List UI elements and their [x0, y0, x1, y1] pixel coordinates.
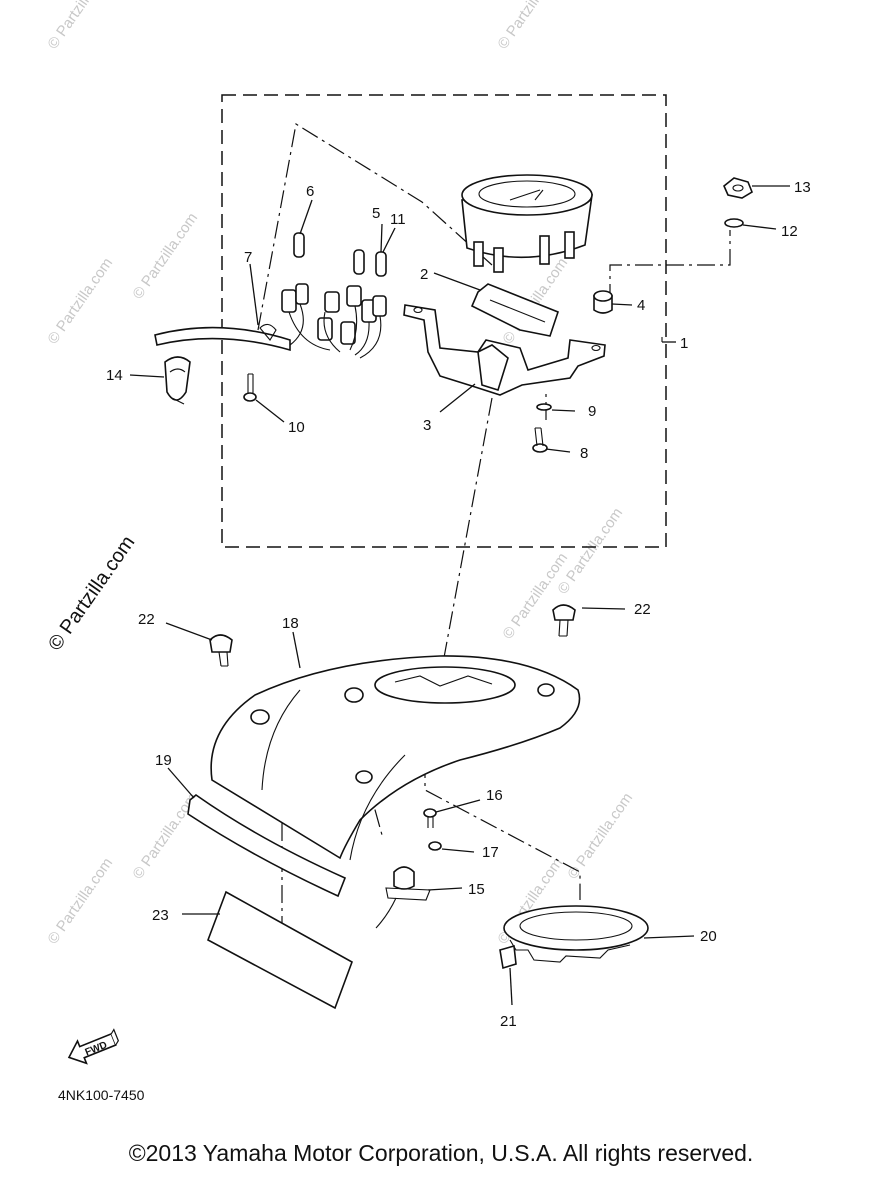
callout-8: 8: [580, 445, 588, 462]
callout-3: 3: [423, 417, 431, 434]
callout-6: 6: [306, 183, 314, 200]
nut-part-13: [723, 177, 753, 199]
callout-13: 13: [794, 179, 811, 196]
bulb-part-6: [293, 232, 305, 258]
washer-part-12: [724, 218, 744, 228]
callout-1: 1: [680, 335, 688, 352]
callout-5: 5: [372, 205, 380, 222]
callout-2: 2: [420, 266, 428, 283]
rubber-strip-part-19: [187, 793, 347, 898]
washer-part-9: [536, 403, 552, 411]
leader-lines: [129, 185, 790, 1006]
callout-23: 23: [152, 907, 169, 924]
clamp-part-14: [164, 356, 191, 405]
cover-plate-part-2: [470, 283, 559, 337]
watermark: © Partzilla.com: [44, 0, 116, 52]
diagram-code: 4NK100-7450: [58, 1087, 145, 1103]
clip-part-21: [499, 944, 517, 970]
watermark: © Partzilla.com: [494, 0, 566, 52]
bolt-part-22-left: [209, 634, 233, 667]
bulb-part-5: [353, 249, 365, 275]
callout-21: 21: [500, 1013, 517, 1030]
screw-part-16: [423, 808, 437, 828]
grommet-part-4: [593, 290, 613, 314]
callout-11: 11: [390, 211, 406, 228]
screw-part-10: [243, 373, 257, 402]
fwd-label: FWD: [84, 1040, 109, 1059]
callout-16: 16: [486, 787, 503, 804]
bulb-part-11: [375, 251, 387, 277]
callout-4: 4: [637, 297, 645, 314]
callout-10: 10: [288, 419, 305, 436]
callout-22-left: 22: [138, 611, 155, 628]
callout-15: 15: [468, 881, 485, 898]
callout-14: 14: [106, 367, 123, 384]
copyright-notice: ©2013 Yamaha Motor Corporation, U.S.A. A…: [128, 1140, 754, 1166]
callout-7: 7: [244, 249, 252, 266]
washer-part-17: [428, 841, 442, 851]
callout-17: 17: [482, 844, 499, 861]
watermark: © Partzilla.com: [129, 210, 201, 303]
callout-19: 19: [155, 752, 172, 769]
fuel-switch-part-15: [375, 866, 431, 929]
callout-9: 9: [588, 403, 596, 420]
callout-22-right: 22: [634, 601, 651, 618]
watermark: © Partzilla.com: [564, 790, 636, 883]
watermark: © Partzilla.com: [44, 255, 116, 348]
tank-cover-part-18: [210, 655, 581, 861]
bolt-part-22-right: [552, 604, 576, 637]
ring-part-20: [503, 905, 649, 963]
emblem-pad-part-23: [207, 890, 353, 1010]
callout-18: 18: [282, 615, 299, 632]
watermark: © Partzilla.com: [44, 855, 116, 948]
socket-harness-part-7: [154, 283, 387, 359]
fwd-arrow-icon: FWD: [67, 1028, 120, 1065]
meter-bracket-part-3: [403, 304, 606, 396]
watermark: © Partzilla.com: [499, 550, 571, 643]
callout-20: 20: [700, 928, 717, 945]
screw-part-8: [532, 427, 548, 453]
callout-labels: 1 2 3 4 5 6 7 8 9 10 11 12 13 14 15 16 1…: [106, 179, 811, 1030]
side-watermark: © Partzilla.com: [44, 532, 139, 655]
watermark: © Partzilla.com: [554, 505, 626, 598]
callout-12: 12: [781, 223, 798, 240]
assembly-box: [221, 94, 667, 548]
speedometer-meter: [461, 174, 593, 273]
